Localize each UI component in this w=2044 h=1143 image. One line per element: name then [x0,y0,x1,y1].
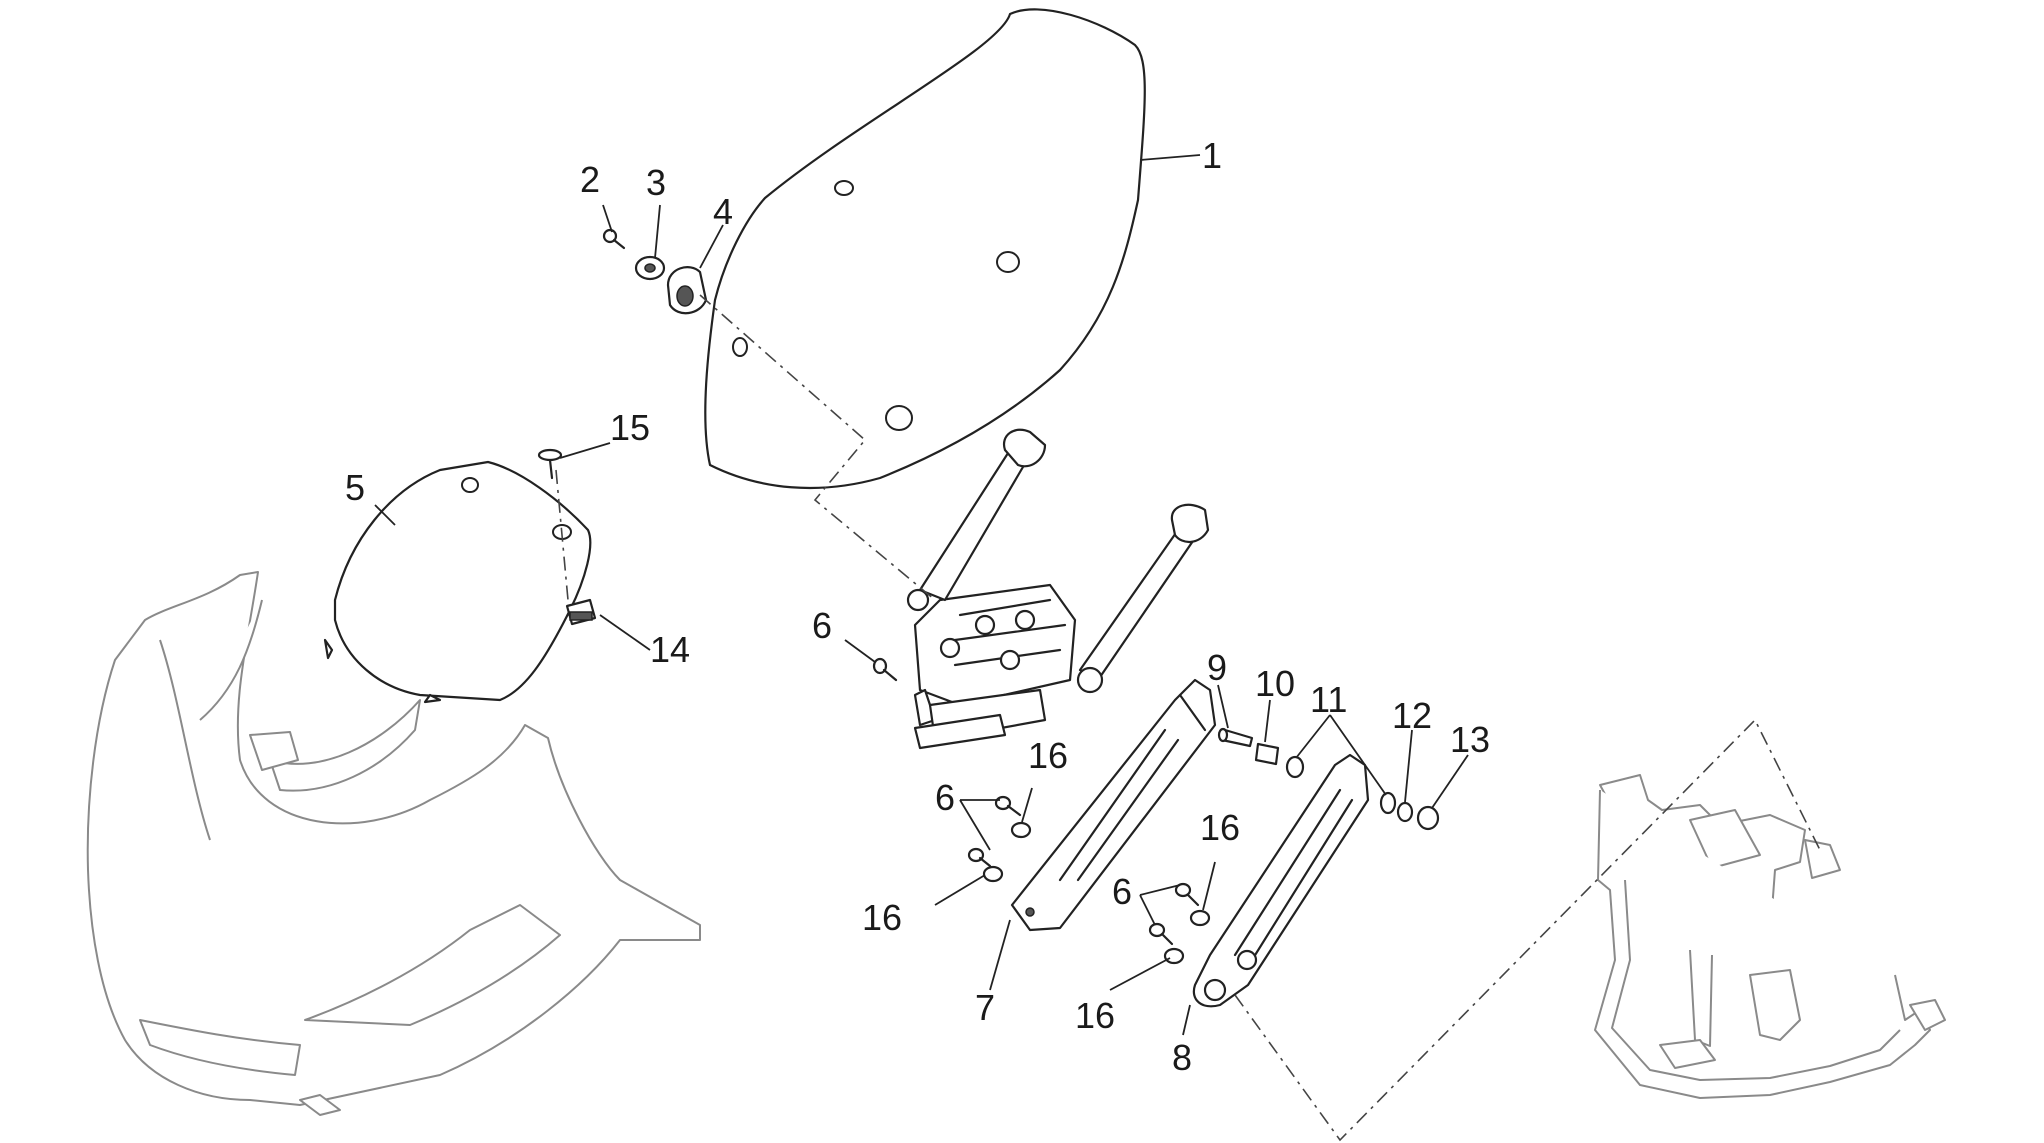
clip-nut-part-14 [565,598,597,626]
washer-part-12 [1396,801,1414,823]
grommet-part-4 [666,266,708,315]
windshield-hole [834,180,854,196]
callout-12: 12 [1392,695,1432,736]
spacer-part-10 [1254,742,1280,766]
callout-16: 16 [1075,995,1115,1036]
left-bracket-part-7 [1010,678,1217,932]
callout-4: 4 [713,191,733,232]
windshield-hole [732,337,748,357]
callout-6: 6 [1112,871,1132,912]
leader-lines [374,154,1469,1036]
callout-14: 14 [650,629,690,670]
callout-13: 13 [1450,719,1490,760]
callout-16: 16 [1028,735,1068,776]
assembly-axes [555,294,1821,1142]
callout-15: 15 [610,407,650,448]
washer-part-16 [982,821,1211,965]
screw-part-6 [1148,882,1200,946]
callout-6: 6 [935,777,955,818]
front-fairing-outline [86,571,701,1116]
windshield-hole [996,251,1020,273]
right-bracket-part-8 [1192,753,1370,1008]
callout-3: 3 [646,162,666,203]
nut-part-13 [1416,805,1440,831]
washer-part-3 [634,255,666,281]
callout-8: 8 [1172,1037,1192,1078]
windshield [704,8,1146,489]
windshield-hole [885,405,913,431]
callout-9: 9 [1207,647,1227,688]
callout-7: 7 [975,987,995,1028]
callout-16: 16 [862,897,902,938]
callout-2: 2 [580,159,600,200]
pin-part-9 [1217,727,1254,748]
callout-5: 5 [345,467,365,508]
callout-6: 6 [812,605,832,646]
callout-16: 16 [1200,807,1240,848]
screw-part-2 [602,228,626,250]
callout-10: 10 [1255,663,1295,704]
screw-part-6 [872,657,898,682]
windshield-adjuster-mechanism [906,428,1210,750]
frame-bracket-outline [1594,774,1946,1099]
screw-part-15 [537,448,563,480]
callout-1: 1 [1202,135,1222,176]
washer-part-11 [1285,755,1397,815]
callout-labels: 1 2 3 4 5 6 6 6 7 8 9 10 11 12 13 14 15 … [345,135,1490,1078]
callout-11: 11 [1310,679,1347,720]
